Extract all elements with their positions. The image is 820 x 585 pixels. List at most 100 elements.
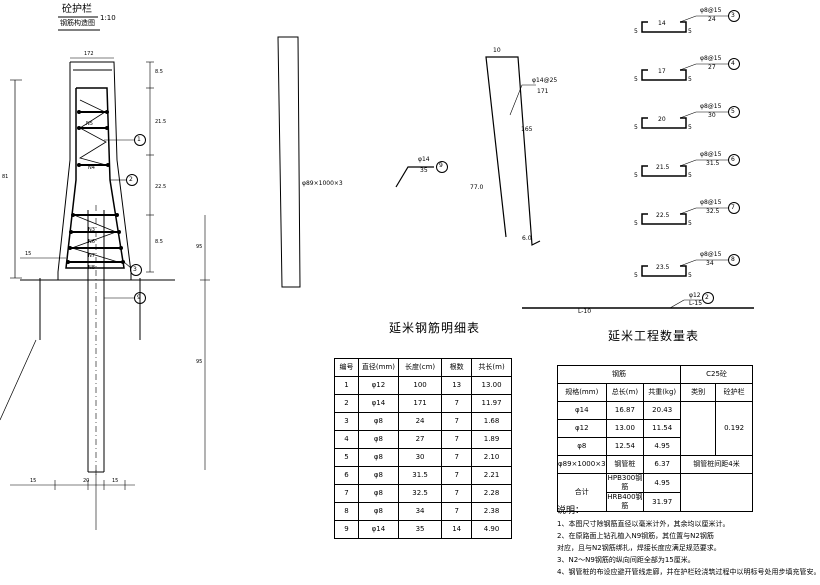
post-spec-label: φ89×1000×3 [302, 180, 343, 187]
stirrup-spec: φ8@15 [700, 103, 722, 110]
header-cell: 根数 [441, 358, 473, 377]
stirrup-number: 4 [731, 60, 735, 67]
dim-b: 21.5 [155, 119, 167, 125]
post-note: 钢管桩间距4米 [680, 455, 753, 474]
concrete-value: 0.192 [715, 401, 753, 456]
note-item: 3、N2～N9钢筋的纵向间距全部为15厘米。 [557, 556, 695, 564]
stirrup-total: 34 [706, 260, 714, 267]
note-item: 2、在原路面上钻孔植入N9钢筋，其位置与N2钢筋 [557, 532, 714, 540]
stirrup-total: 31.5 [706, 160, 720, 167]
dim-c: 22.5 [155, 184, 167, 190]
header-cell: 编号 [333, 358, 360, 377]
drawing-scale: 1:10 [100, 14, 116, 22]
table-header-row: 钢筋 C25砼 [556, 365, 753, 384]
long-bar-note: L-15 [689, 300, 703, 307]
truss-upper [79, 99, 107, 166]
callout-1-label: 1 [137, 136, 141, 143]
stirrup-spec: φ8@15 [700, 251, 722, 258]
post-elevation [277, 36, 301, 288]
dim-right-b: 95 [196, 359, 203, 365]
stirrup-side: 5 [688, 76, 692, 83]
truss-lower [70, 214, 119, 263]
dim-a: 8.5 [155, 69, 163, 75]
stirrup-side: 5 [688, 28, 692, 35]
stirrup-number: 5 [731, 108, 735, 115]
header-cell: 共重(kg) [643, 383, 682, 402]
header-cell: 砼护栏 [715, 383, 753, 402]
stirrup-inner: 23.5 [656, 264, 670, 271]
callout-9-label: 9 [137, 294, 141, 301]
stirrup-spec: φ8@15 [700, 55, 722, 62]
n-label: N3 [88, 227, 95, 233]
drawing-title: 砼护栏 [62, 4, 92, 15]
dim-bottom-c: 15 [112, 478, 119, 484]
stirrup-side: 5 [634, 172, 638, 179]
n-label: N7 [88, 253, 95, 259]
stirrup-number: 7 [731, 204, 735, 211]
callout-9 [134, 292, 146, 304]
stirrup-inner: 22.5 [656, 212, 670, 219]
stirrup-number: 6 [731, 156, 735, 163]
stirrup-side: 5 [688, 272, 692, 279]
stirrup-schedule: 14 5 5 φ8@15 24 3 17 5 5 φ8@15 27 4 20 5… [620, 8, 780, 279]
bar-a-length: 171 [537, 88, 549, 95]
stirrup-side: 5 [688, 172, 692, 179]
stirrup-6: 21.5 5 5 φ8@15 31.5 6 [620, 152, 780, 192]
stirrup-side: 5 [634, 124, 638, 131]
dim-bottom-a: 15 [30, 478, 37, 484]
bar9-shape [395, 161, 448, 188]
n-label: N4 [88, 165, 95, 171]
bar-a-side: 165 [521, 126, 533, 133]
callout-2 [126, 174, 138, 186]
header-cell: 规格(mm) [557, 383, 607, 402]
header-cell: 长度(cm) [397, 358, 443, 377]
stirrup-3: 14 5 5 φ8@15 24 3 [620, 8, 780, 48]
bar-a-vert: 77.0 [470, 184, 484, 191]
stirrup-side: 5 [634, 76, 638, 83]
stirrup-inner: 14 [658, 20, 666, 27]
callout-3 [130, 264, 142, 276]
stirrup-7: 22.5 5 5 φ8@15 32.5 7 [620, 200, 780, 240]
stirrup-spec: φ8@15 [700, 151, 722, 158]
n-label: N8 [88, 265, 95, 271]
stirrup-side: 5 [688, 220, 692, 227]
rebar-n1-loop [65, 87, 125, 269]
long-bar-number: 2 [705, 294, 709, 301]
stirrup-side: 5 [634, 220, 638, 227]
header-cell: 类别 [680, 383, 717, 402]
table-row: HRB400钢筋 31.97 [558, 492, 753, 512]
bar9-number: 9 [439, 162, 443, 169]
stirrup-5: 20 5 5 φ8@15 30 5 [620, 104, 780, 144]
stirrup-inner: 21.5 [656, 164, 670, 171]
table-row: φ89×1000×3 钢管桩 6.37 钢管桩间距4米 [557, 455, 753, 474]
notes: 说明： 1、本图尺寸除钢筋直径以毫米计外，其余均以厘米计。 2、在原路面上钻孔植… [557, 504, 820, 578]
header-cell: C25砼 [680, 365, 753, 384]
bar-a-top: 10 [493, 47, 501, 54]
header-cell: 总长(m) [605, 383, 645, 402]
table-header-row: 编号 直径(mm) 长度(cm) 根数 共长(m) [333, 358, 512, 377]
dim-d: 8.5 [155, 239, 163, 245]
stirrup-number: 8 [731, 256, 735, 263]
stirrup-inner: 20 [658, 116, 666, 123]
dim-bottom-b: 20 [83, 478, 90, 484]
slope-line [0, 339, 37, 421]
stirrup-total: 32.5 [706, 208, 720, 215]
table1-title: 延米钢筋明细表 [389, 321, 481, 335]
notes-title: 说明： [557, 506, 585, 516]
stirrup-inner: 17 [658, 68, 666, 75]
stirrup-total: 30 [708, 112, 716, 119]
table-header-row: 规格(mm) 总长(m) 共重(kg) 类别 砼护栏 [557, 383, 753, 402]
stirrup-4: 17 5 5 φ8@15 27 4 [620, 56, 780, 96]
stirrup-spec: φ8@15 [700, 7, 722, 14]
callout-1 [134, 134, 146, 146]
stirrup-side: 5 [688, 124, 692, 131]
